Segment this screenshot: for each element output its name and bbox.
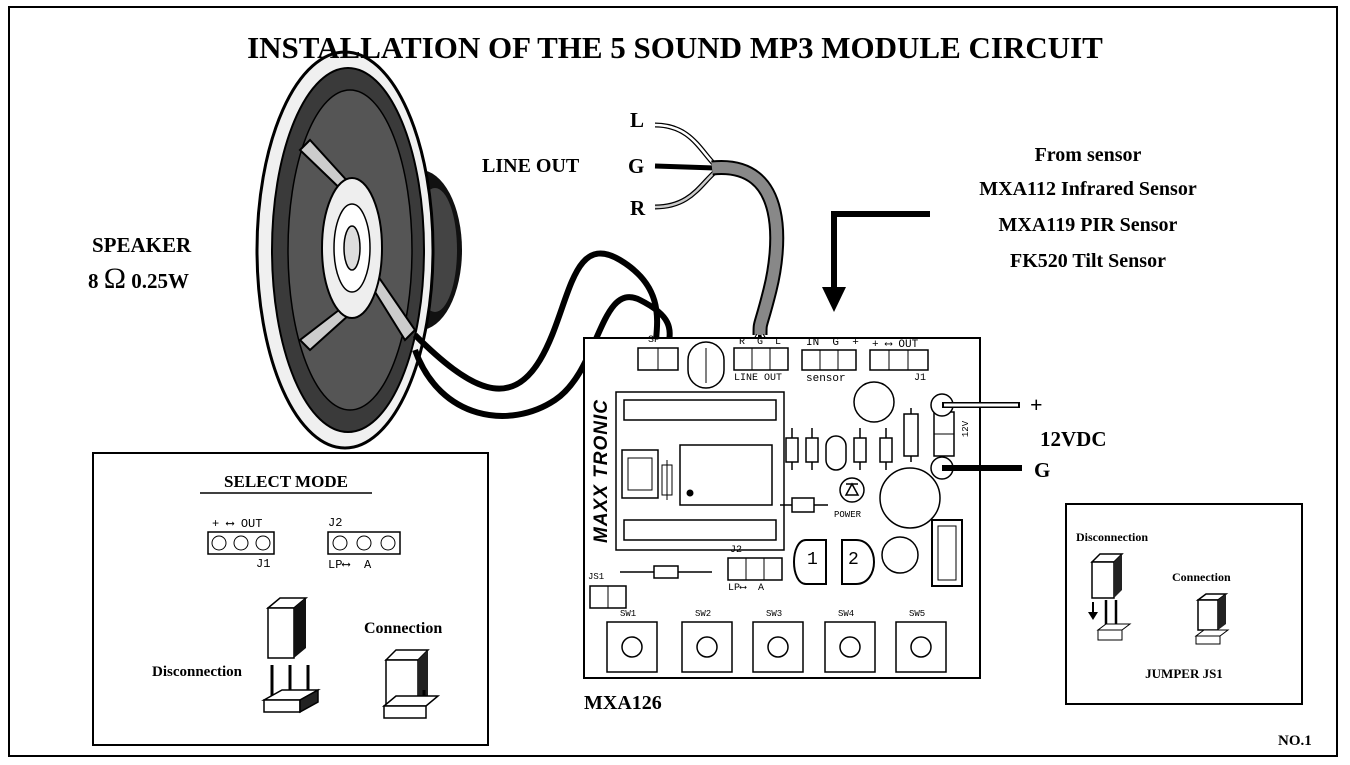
- select-mode-panel: [92, 452, 489, 746]
- speaker-spec-power: 0.25W: [131, 269, 190, 293]
- lineout-pin-r: R: [739, 337, 746, 348]
- board-model-label: MXA126: [584, 692, 662, 714]
- sensor-line-2: MXA112 Infrared Sensor: [979, 178, 1197, 200]
- j2-board-label: J2: [730, 545, 743, 556]
- page-number: NO.1: [1278, 733, 1312, 749]
- ic2-label: 2: [848, 550, 859, 570]
- lineout-board-label: LINE OUT: [734, 373, 783, 384]
- sw2-label: SW2: [695, 609, 712, 619]
- select-mode-j2-pins: LP⟷ A: [328, 558, 372, 572]
- select-mode-title: SELECT MODE: [224, 472, 348, 491]
- j1-board-label: J1: [914, 373, 927, 384]
- sw3-label: SW3: [766, 609, 783, 619]
- diagram-frame: [8, 6, 1338, 757]
- jumper-disconnection: Disconnection: [1076, 530, 1148, 544]
- wire-label-r: R: [630, 196, 646, 220]
- page-title: INSTALLATION OF THE 5 SOUND MP3 MODULE C…: [247, 30, 1103, 65]
- sw5-label: SW5: [909, 609, 926, 619]
- select-mode-j1-header: + ⟷ OUT: [212, 517, 263, 531]
- pcb-board: [583, 337, 981, 679]
- line-out-cable: [654, 122, 785, 362]
- j2-board-pins: LP⟷ A: [728, 583, 765, 594]
- speaker-spec-value: 8: [88, 269, 99, 293]
- speaker-label: SPEAKER: [92, 233, 192, 257]
- power-voltage-label: 12VDC: [1040, 427, 1107, 451]
- wire-label-l: L: [630, 108, 645, 132]
- line-out-label: LINE OUT: [482, 155, 580, 177]
- sensor-line-4: FK520 Tilt Sensor: [1010, 250, 1166, 272]
- speaker-spec: 8 Ω 0.25W: [88, 262, 189, 296]
- power-plus-label: +: [1030, 392, 1043, 417]
- power-ground-label: G: [1034, 458, 1051, 482]
- select-mode-j2-label: J2: [328, 516, 343, 530]
- jumper-panel: [1065, 503, 1303, 705]
- out-header-label: + ⟷ OUT: [872, 339, 919, 351]
- ic1-label: 1: [807, 550, 818, 570]
- brand-logo: MAXX TRONIC: [591, 399, 612, 543]
- sensor-board-label: sensor: [806, 373, 846, 385]
- jumper-caption: JUMPER JS1: [1145, 666, 1223, 681]
- sensor-line-3: MXA119 PIR Sensor: [998, 214, 1178, 236]
- wire-label-g: G: [628, 154, 645, 178]
- select-mode-j1-label: J1: [256, 557, 271, 571]
- jumper-connection: Connection: [1172, 570, 1231, 584]
- lineout-pin-l: L: [775, 337, 782, 348]
- sp-header-label: SP: [648, 335, 661, 346]
- js1-board-label: JS1: [588, 572, 605, 582]
- select-mode-connection: Connection: [364, 620, 443, 637]
- power-led-label: POWER: [834, 510, 862, 520]
- lineout-pin-g: G: [757, 337, 764, 348]
- sensor-line-1: From sensor: [1034, 144, 1142, 166]
- sw1-label: SW1: [620, 609, 637, 619]
- sensor-pins-label: IN G +: [806, 337, 859, 349]
- v12-label: 12V: [961, 420, 972, 438]
- sw4-label: SW4: [838, 609, 855, 619]
- speaker-drawing: [255, 50, 462, 450]
- select-mode-disconnection: Disconnection: [152, 664, 242, 680]
- ohm-symbol: Ω: [103, 262, 127, 295]
